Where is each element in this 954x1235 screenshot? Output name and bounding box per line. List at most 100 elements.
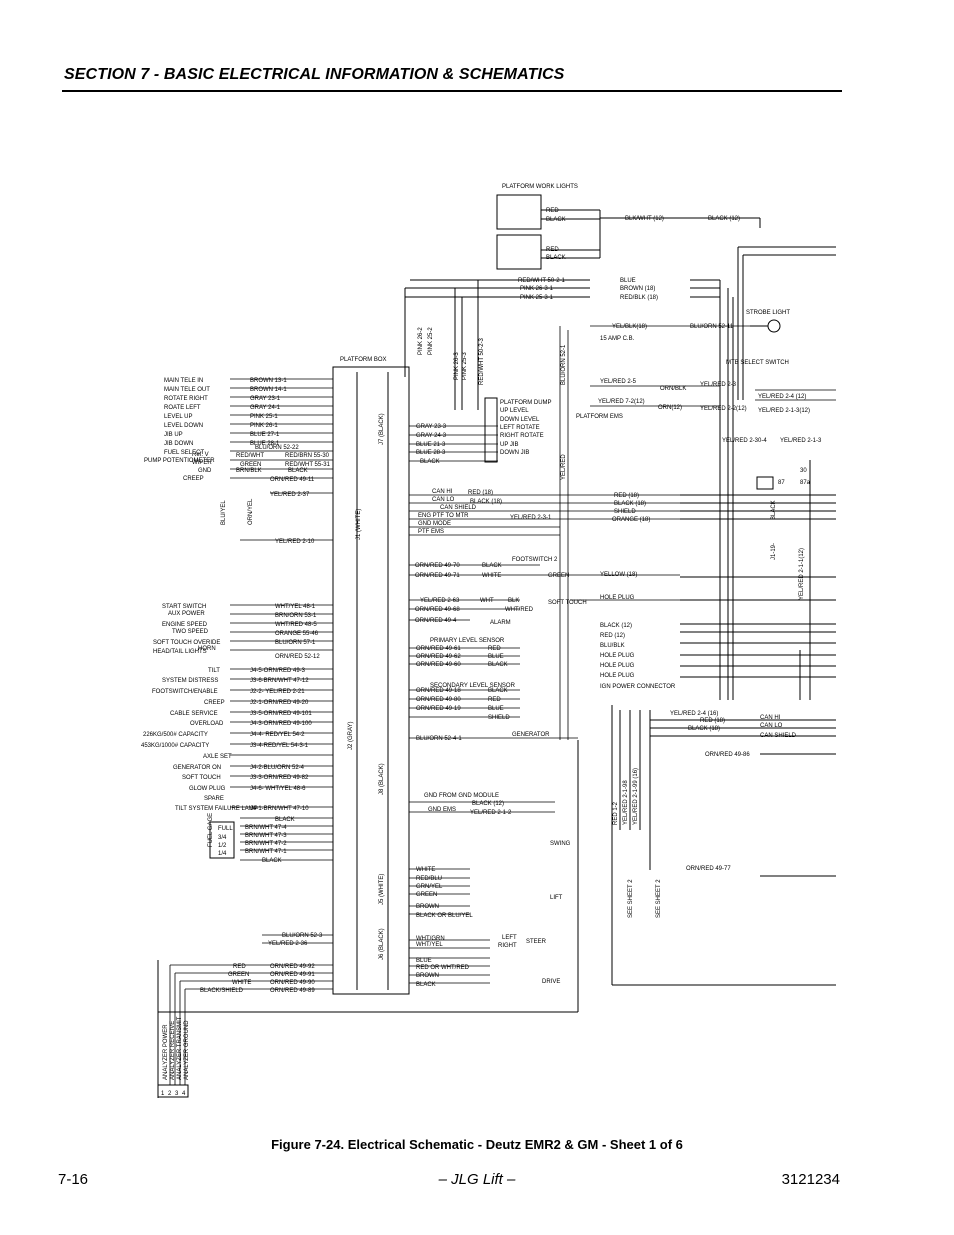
bw-3: ORN/RED 49-91 bbox=[270, 972, 315, 978]
pl-1: ORN/RED 49-61 bbox=[416, 646, 461, 652]
fg-3: 1/4 bbox=[218, 851, 227, 857]
sv-1: J1-19- bbox=[771, 543, 777, 560]
vt-3: PINK 25-3 bbox=[462, 352, 468, 380]
fw-2: BRN/WHT 47-3 bbox=[245, 833, 287, 839]
sd-3: DRIVE bbox=[542, 979, 560, 985]
pd-2: DOWN LEVEL bbox=[500, 417, 540, 423]
footer-brand: – JLG Lift – bbox=[438, 1171, 516, 1188]
j2w-10: J4-6- WHT/YEL 48-6 bbox=[250, 786, 306, 792]
fs-2: ORN/RED 49-71 bbox=[415, 573, 460, 579]
j5-3: GREEN bbox=[416, 892, 437, 898]
ign-5: CAN LO bbox=[760, 723, 783, 729]
start-7: HEAD/TAIL LIGHTS bbox=[153, 649, 207, 655]
sw-1: BRN/ORN 53-1 bbox=[275, 613, 317, 619]
pr-1: BROWN (18) bbox=[620, 286, 655, 292]
sd-2: STEER bbox=[526, 939, 547, 945]
j8-2: BLACK (12) bbox=[472, 801, 504, 807]
sv-3: YEL/RED bbox=[561, 454, 567, 480]
vb-1: YEL/RED 2-1-98 bbox=[623, 780, 629, 825]
fn-7: JIB DOWN bbox=[164, 441, 193, 447]
fn-1: MAIN TELE OUT bbox=[164, 387, 210, 393]
sw-2: WHT/RED 48-5 bbox=[275, 622, 317, 628]
lw-2: GRAY 23-1 bbox=[250, 396, 281, 402]
bw-5: ORN/RED 49-89 bbox=[270, 988, 315, 994]
rw-5: RED (12) bbox=[600, 633, 625, 639]
bw-0: BLU/ORN 52-3 bbox=[282, 933, 323, 939]
document-number: 3121234 bbox=[781, 1171, 840, 1188]
j6-2: BLUE bbox=[416, 958, 432, 964]
sv-0: BLACK bbox=[771, 500, 777, 520]
rw-9: HOLE PLUG bbox=[600, 673, 635, 679]
sl-6: BLUE bbox=[488, 706, 504, 712]
pot-1: GREEN bbox=[240, 462, 261, 468]
pw-1: PINK 26-3-1 bbox=[520, 286, 554, 292]
fg-2: 1/2 bbox=[218, 843, 227, 849]
pd-0: PLATFORM DUMP bbox=[500, 400, 552, 406]
sd-0: LEFT bbox=[502, 935, 517, 941]
start-1: AUX POWER bbox=[168, 611, 205, 617]
lw-9: RED/BRN 55-30 bbox=[285, 453, 330, 459]
j7r-1: GRAY 24-3 bbox=[416, 433, 447, 439]
section-title: SECTION 7 - BASIC ELECTRICAL INFORMATION… bbox=[64, 66, 565, 83]
fw-0: BLACK bbox=[275, 817, 295, 823]
j2-label: J2 (GRAY) bbox=[348, 721, 354, 750]
pr-2: RED/BLK (18) bbox=[620, 295, 658, 301]
j2w-2: J2-2- YEL/RED 2-21 bbox=[250, 689, 305, 695]
lw-1: BROWN 14-1 bbox=[250, 387, 287, 393]
aw-0: RED bbox=[233, 964, 246, 970]
fn-6: JIB UP bbox=[164, 432, 183, 438]
pr-0: BLUE bbox=[620, 278, 636, 284]
right-wires bbox=[409, 325, 836, 984]
lw-6: BLUE 27-1 bbox=[250, 432, 280, 438]
lw-8: BLU/ORN 52-22 bbox=[255, 445, 299, 451]
j6-label: J6 (BLACK) bbox=[379, 928, 385, 960]
rm-2: YEL/RED 7-2(12) bbox=[598, 399, 645, 405]
j2w-0: J4-5-ORN/RED 49-3 bbox=[250, 668, 306, 674]
st-4: ORN/RED 49-68 bbox=[415, 607, 460, 613]
mid-0: YEL/RED 2-10 bbox=[275, 539, 315, 545]
rm-12: 87a bbox=[800, 480, 811, 486]
start-2: ENGINE SPEED bbox=[162, 622, 208, 628]
j5-2: GRN/YEL bbox=[416, 884, 443, 890]
ap-1: 2 bbox=[168, 1091, 172, 1097]
al-0: ANALYZER POWER bbox=[163, 1024, 169, 1080]
rm-5: YEL/RED 2-3 bbox=[700, 382, 737, 388]
st-0: YEL/RED 2-63 bbox=[420, 598, 460, 604]
can-5: PTF EMS bbox=[418, 529, 444, 535]
fw-1: BRN/WHT 47-4 bbox=[245, 825, 287, 831]
j1-label: J1 (WHITE) bbox=[356, 509, 362, 540]
ign-2: RED (18) bbox=[700, 718, 725, 724]
ap-0: 1 bbox=[161, 1091, 165, 1097]
rm-3: ORN(12) bbox=[658, 405, 682, 411]
sl-4: BLACK bbox=[488, 688, 508, 694]
pot-0: RED/WHT bbox=[236, 453, 264, 459]
j2f-3: CREEP bbox=[204, 700, 225, 706]
lw-5: PINK 26-1 bbox=[250, 423, 278, 429]
st-1: WHT bbox=[480, 598, 494, 604]
lw-0: BROWN 13-1 bbox=[250, 378, 287, 384]
fs-7: HOLE PLUG bbox=[600, 595, 635, 601]
sl-1: ORN/RED 49-18 bbox=[416, 688, 461, 694]
pl-3: ORN/RED 49-60 bbox=[416, 662, 461, 668]
pd-4: RIGHT ROTATE bbox=[500, 433, 544, 439]
vt-4: RED/WHT 50-2-3 bbox=[479, 337, 485, 385]
rw-4: BLACK (12) bbox=[600, 623, 632, 629]
lw-11: BLACK bbox=[288, 468, 308, 474]
can-3: ENG PTF TO MTR bbox=[418, 513, 469, 519]
pot-2: BRN/BLK bbox=[236, 468, 262, 474]
vb-5: ORN/RED 49-77 bbox=[686, 866, 731, 872]
sw-3: ORANGE 55-46 bbox=[275, 631, 319, 637]
can-1: CAN LO bbox=[432, 497, 455, 503]
j5-1: RED/BLU bbox=[416, 876, 442, 882]
j2f-8: AXLE SET bbox=[203, 754, 232, 760]
fs-6: YELLOW (18) bbox=[600, 572, 637, 578]
sl-5: RED bbox=[488, 697, 501, 703]
fn-3: ROATE LEFT bbox=[164, 405, 201, 411]
pd-1: UP LEVEL bbox=[500, 408, 529, 414]
al-1: ANALYZER RECEIVE bbox=[170, 1021, 176, 1080]
vb-3: SEE SHEET 2 bbox=[628, 879, 634, 918]
rw-8: HOLE PLUG bbox=[600, 663, 635, 669]
cr-1: BLACK (18) bbox=[470, 499, 502, 505]
j2f-1: SYSTEM DISTRESS bbox=[162, 678, 218, 684]
al-3: ANALYZER GROUND bbox=[184, 1020, 190, 1080]
